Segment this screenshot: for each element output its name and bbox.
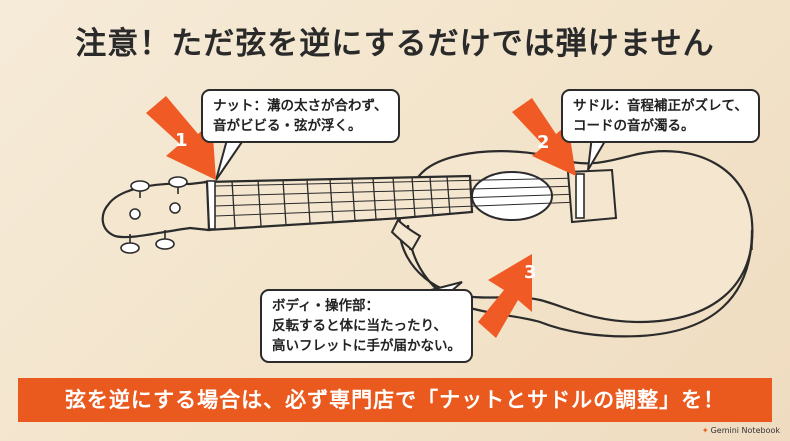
footer-text: Gemini Notebook [710,426,780,435]
strings [214,177,581,217]
callout-nut: ナット：溝の太さが合わず、 音がビビる・弦が浮く。 [201,89,400,143]
footer-credit: ✦Gemini Notebook [702,426,780,435]
callout-nut-line-1: ナット：溝の太さが合わず、 [213,98,388,114]
tuning-pegs [120,176,188,254]
warning-banner: 弦を逆にする場合は、必ず専門店で「ナットとサドルの調整」を！ [18,378,772,422]
callout-saddle: サドル：音程補正がズレて、 コードの音が濁る。 [561,89,760,143]
callout-nut-line-2: 音がビビる・弦が浮く。 [213,118,362,134]
arrow-1 [146,96,216,180]
callout-saddle-line-1: サドル：音程補正がズレて、 [573,98,748,114]
page-title: 注意！ただ弦を逆にするだけでは弾けません [75,26,715,62]
callout-body-line-2: 反転すると体に当たったり、 [272,318,447,334]
arrow-number-2: 2 [537,132,550,153]
sparkle-icon: ✦ [701,426,709,435]
arrow-2 [512,98,576,176]
callout-body-line-1: ボディ・操作部： [272,298,380,314]
saddle [575,173,585,219]
callout-body-line-3: 高いフレットに手が届かない。 [272,338,461,354]
arrow-number-1: 1 [175,130,188,151]
callout-saddle-line-2: コードの音が濁る。 [573,118,695,134]
neck-heel [390,218,422,252]
arrow-3 [478,254,532,338]
bridge [566,168,618,224]
arrow-number-3: 3 [524,262,537,283]
callout-body: ボディ・操作部： 反転すると体に当たったり、 高いフレットに手が届かない。 [260,289,473,363]
headstock [101,180,211,239]
